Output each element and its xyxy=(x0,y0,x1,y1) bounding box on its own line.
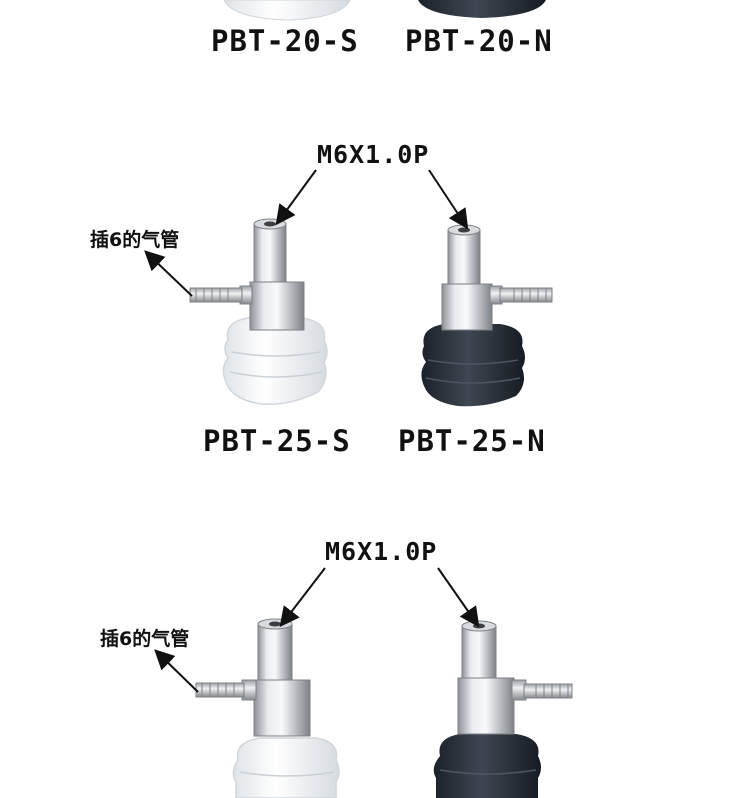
model-label-pbt-25-s: PBT-25-S xyxy=(203,424,351,458)
suction-cup-clear-2 xyxy=(195,618,340,798)
tube-spec-label-2: 插6的气管 xyxy=(100,628,190,650)
thread-spec-label-2: M6X1.0P xyxy=(325,537,438,566)
tube-spec-label: 插6的气管 xyxy=(90,229,180,251)
suction-cup-black-partial xyxy=(418,0,546,18)
arrow-icon xyxy=(144,169,480,693)
model-label-pbt-25-n: PBT-25-N xyxy=(398,424,546,458)
thread-spec-label: M6X1.0P xyxy=(317,140,430,169)
suction-cup-black xyxy=(421,224,553,407)
suction-cup-clear-partial xyxy=(223,0,351,21)
model-label-pbt-20-s: PBT-20-S xyxy=(211,24,359,58)
suction-cup-clear xyxy=(189,218,328,405)
suction-cup-black-2 xyxy=(433,620,573,798)
model-label-pbt-20-n: PBT-20-N xyxy=(405,24,553,58)
